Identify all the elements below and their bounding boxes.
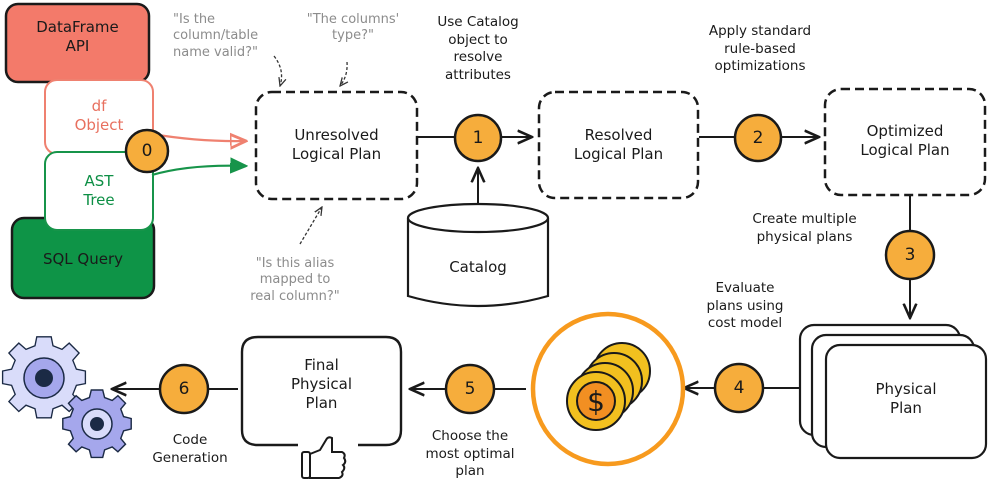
label-line: Physical <box>875 380 937 398</box>
note-alias-mapped: "Is this alias mapped to real column?" <box>240 256 350 305</box>
physical-plan-label: Physical Plan <box>826 380 986 418</box>
note-line: name valid?" <box>173 44 259 60</box>
df-object-label: df Object <box>45 97 153 135</box>
desc-line: physical plans <box>756 228 853 245</box>
note-line: column/table <box>173 28 259 44</box>
df-object-line1: df <box>91 97 107 115</box>
catalog-cylinder <box>406 202 550 308</box>
step-6-description: Code Generation <box>140 432 240 467</box>
step-0-number: 0 <box>141 141 153 161</box>
step-5-circle <box>444 363 496 415</box>
desc-line: Choose the <box>431 428 509 444</box>
label-line: Logical Plan <box>291 144 382 163</box>
desc-line: rule-based <box>724 40 796 57</box>
label-line: Unresolved <box>294 126 379 144</box>
desc-line: plan <box>455 463 485 480</box>
final-physical-plan-label: Final Physical Plan <box>242 356 401 412</box>
desc-line: object to <box>448 31 508 48</box>
ast-tree-label: AST Tree <box>45 172 153 210</box>
final-physical-plan-box <box>240 335 403 447</box>
physical-plan-card-front <box>824 343 988 460</box>
desc-line: most optimal <box>425 445 515 462</box>
step-0-circle <box>124 128 170 174</box>
note-arrow-alias <box>299 207 322 245</box>
ast-tree-box <box>44 151 154 231</box>
note-column-valid: "Is the column/table name valid?" <box>173 12 258 61</box>
step-1-circle <box>453 113 503 163</box>
svg-text:$: $ <box>587 385 605 418</box>
optimized-logical-plan-box <box>823 87 987 197</box>
dataframe-api-label: DataFrame API <box>36 18 119 55</box>
step-4-description: Evaluate plans using cost model <box>690 280 800 333</box>
ast-line1: AST <box>84 172 114 190</box>
desc-line: Create multiple <box>752 211 857 227</box>
label-line: Logical Plan <box>573 144 664 163</box>
step-1-number: 1 <box>472 128 484 148</box>
desc-line: Use Catalog <box>437 14 519 30</box>
label-line: Plan <box>890 398 922 417</box>
note-line: "Is the <box>173 12 216 27</box>
desc-line: Code <box>172 432 208 448</box>
step-2-description: Apply standard rule-based optimizations <box>695 23 825 76</box>
step-3-circle <box>884 229 936 281</box>
df-object-line2: Object <box>74 115 124 134</box>
label-line: Resolved <box>584 126 653 144</box>
desc-line: resolve <box>453 49 503 66</box>
note-column-type: "The columns' type?" <box>298 12 408 45</box>
desc-line: Generation <box>152 449 228 466</box>
optimized-logical-plan-label: Optimized Logical Plan <box>825 122 985 160</box>
unresolved-logical-plan-box <box>254 90 419 201</box>
desc-line: plans using <box>706 297 784 314</box>
step-6-number: 6 <box>178 379 190 399</box>
label-line: Physical <box>290 374 353 393</box>
coins-dollar-icon: $ <box>566 342 651 431</box>
step-1-description: Use Catalog object to resolve attributes <box>418 14 538 84</box>
step-5-description: Choose the most optimal plan <box>410 428 530 481</box>
note-line: "The columns' <box>306 12 400 27</box>
desc-line: attributes <box>445 66 511 83</box>
step-6-circle <box>158 363 210 415</box>
note-line: real column?" <box>250 288 340 304</box>
thumbs-up-icon <box>301 436 347 479</box>
step-2-number: 2 <box>752 128 764 148</box>
note-line: "Is this alias <box>255 256 335 271</box>
step-3-number: 3 <box>904 245 916 265</box>
step-2-circle <box>733 113 783 163</box>
step-3-description: Create multiple physical plans <box>737 211 872 246</box>
step-5-number: 5 <box>464 379 476 399</box>
catalog-label: Catalog <box>449 258 507 276</box>
label-line: Optimized <box>866 122 944 140</box>
note-arrow-column-type <box>340 61 347 86</box>
gears-icon <box>1 336 132 459</box>
ast-tree-arrow <box>151 166 246 177</box>
step-4-number: 4 <box>733 378 745 398</box>
unresolved-logical-plan-label: Unresolved Logical Plan <box>256 126 417 164</box>
desc-line: Evaluate <box>715 280 775 296</box>
label-line: Plan <box>305 393 338 412</box>
desc-line: cost model <box>707 315 783 332</box>
resolved-logical-plan-label: Resolved Logical Plan <box>539 126 698 164</box>
resolved-logical-plan-box <box>537 90 700 200</box>
label-line: Logical Plan <box>860 140 950 159</box>
sql-query-label: SQL Query <box>42 250 124 268</box>
label-line: Final <box>304 356 339 374</box>
note-arrow-column-valid <box>273 55 282 86</box>
desc-line: optimizations <box>714 58 806 75</box>
step-4-circle <box>713 362 765 414</box>
note-line: mapped to <box>259 272 331 288</box>
desc-line: Apply standard <box>708 23 812 39</box>
ast-line2: Tree <box>83 190 115 209</box>
note-line: type?" <box>332 28 374 44</box>
